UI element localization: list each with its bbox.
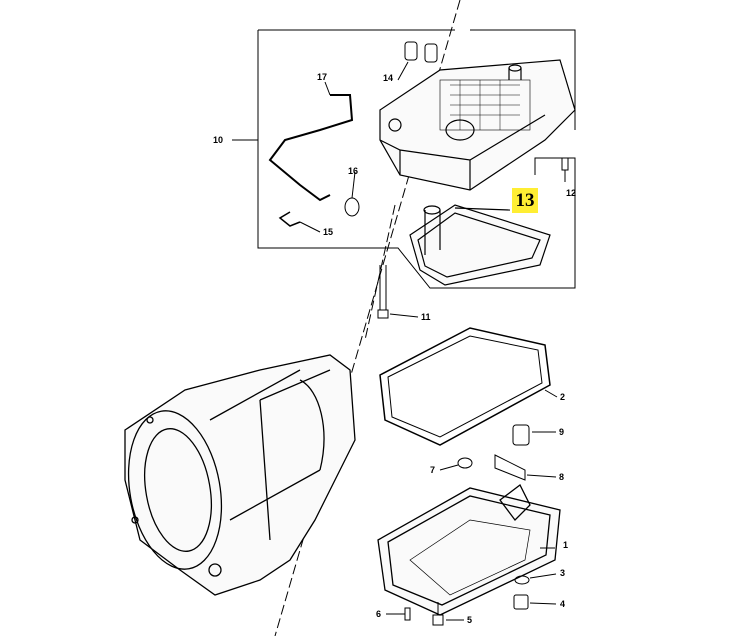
bolt-part-12 bbox=[561, 157, 569, 182]
bolt-part-5 bbox=[432, 602, 444, 626]
gasket-part-2 bbox=[379, 327, 551, 446]
callout-2: 2 bbox=[560, 392, 566, 402]
bracket-part-8 bbox=[494, 454, 526, 481]
washer-part-3 bbox=[514, 575, 530, 585]
plug-part-4 bbox=[513, 594, 529, 610]
callout-9: 9 bbox=[559, 427, 565, 437]
dashed-guide-line bbox=[364, 204, 396, 341]
callout-16: 16 bbox=[348, 166, 359, 176]
callout-11: 11 bbox=[421, 312, 431, 322]
callout-13-highlighted[interactable]: 13 bbox=[512, 188, 538, 213]
oil-filter-part-13 bbox=[409, 204, 551, 286]
callout-10: 10 bbox=[213, 135, 224, 145]
plug-part-14 bbox=[397, 41, 438, 81]
callout-15: 15 bbox=[323, 227, 334, 237]
bolt-part-11 bbox=[377, 265, 389, 319]
callout-17: 17 bbox=[317, 72, 328, 82]
callout-8: 8 bbox=[559, 472, 565, 482]
plug-part-9 bbox=[512, 424, 530, 446]
wiring-harness bbox=[268, 94, 354, 202]
callout-14: 14 bbox=[383, 73, 394, 83]
callout-3: 3 bbox=[560, 568, 566, 578]
callout-7: 7 bbox=[430, 465, 436, 475]
callout-12: 12 bbox=[566, 188, 577, 198]
callout-6: 6 bbox=[376, 609, 382, 619]
bolt-part-6 bbox=[404, 607, 411, 621]
callout-1: 1 bbox=[563, 540, 569, 550]
oil-pan-part-1 bbox=[377, 484, 561, 616]
transmission-housing bbox=[124, 354, 356, 596]
valve-body-group-outline bbox=[257, 29, 576, 289]
callout-4: 4 bbox=[560, 599, 566, 609]
valve-body bbox=[379, 59, 576, 191]
seal-part-16 bbox=[344, 197, 360, 217]
clip-part-15 bbox=[278, 211, 301, 227]
callout-5: 5 bbox=[467, 615, 473, 625]
washer-part-7 bbox=[457, 457, 473, 469]
